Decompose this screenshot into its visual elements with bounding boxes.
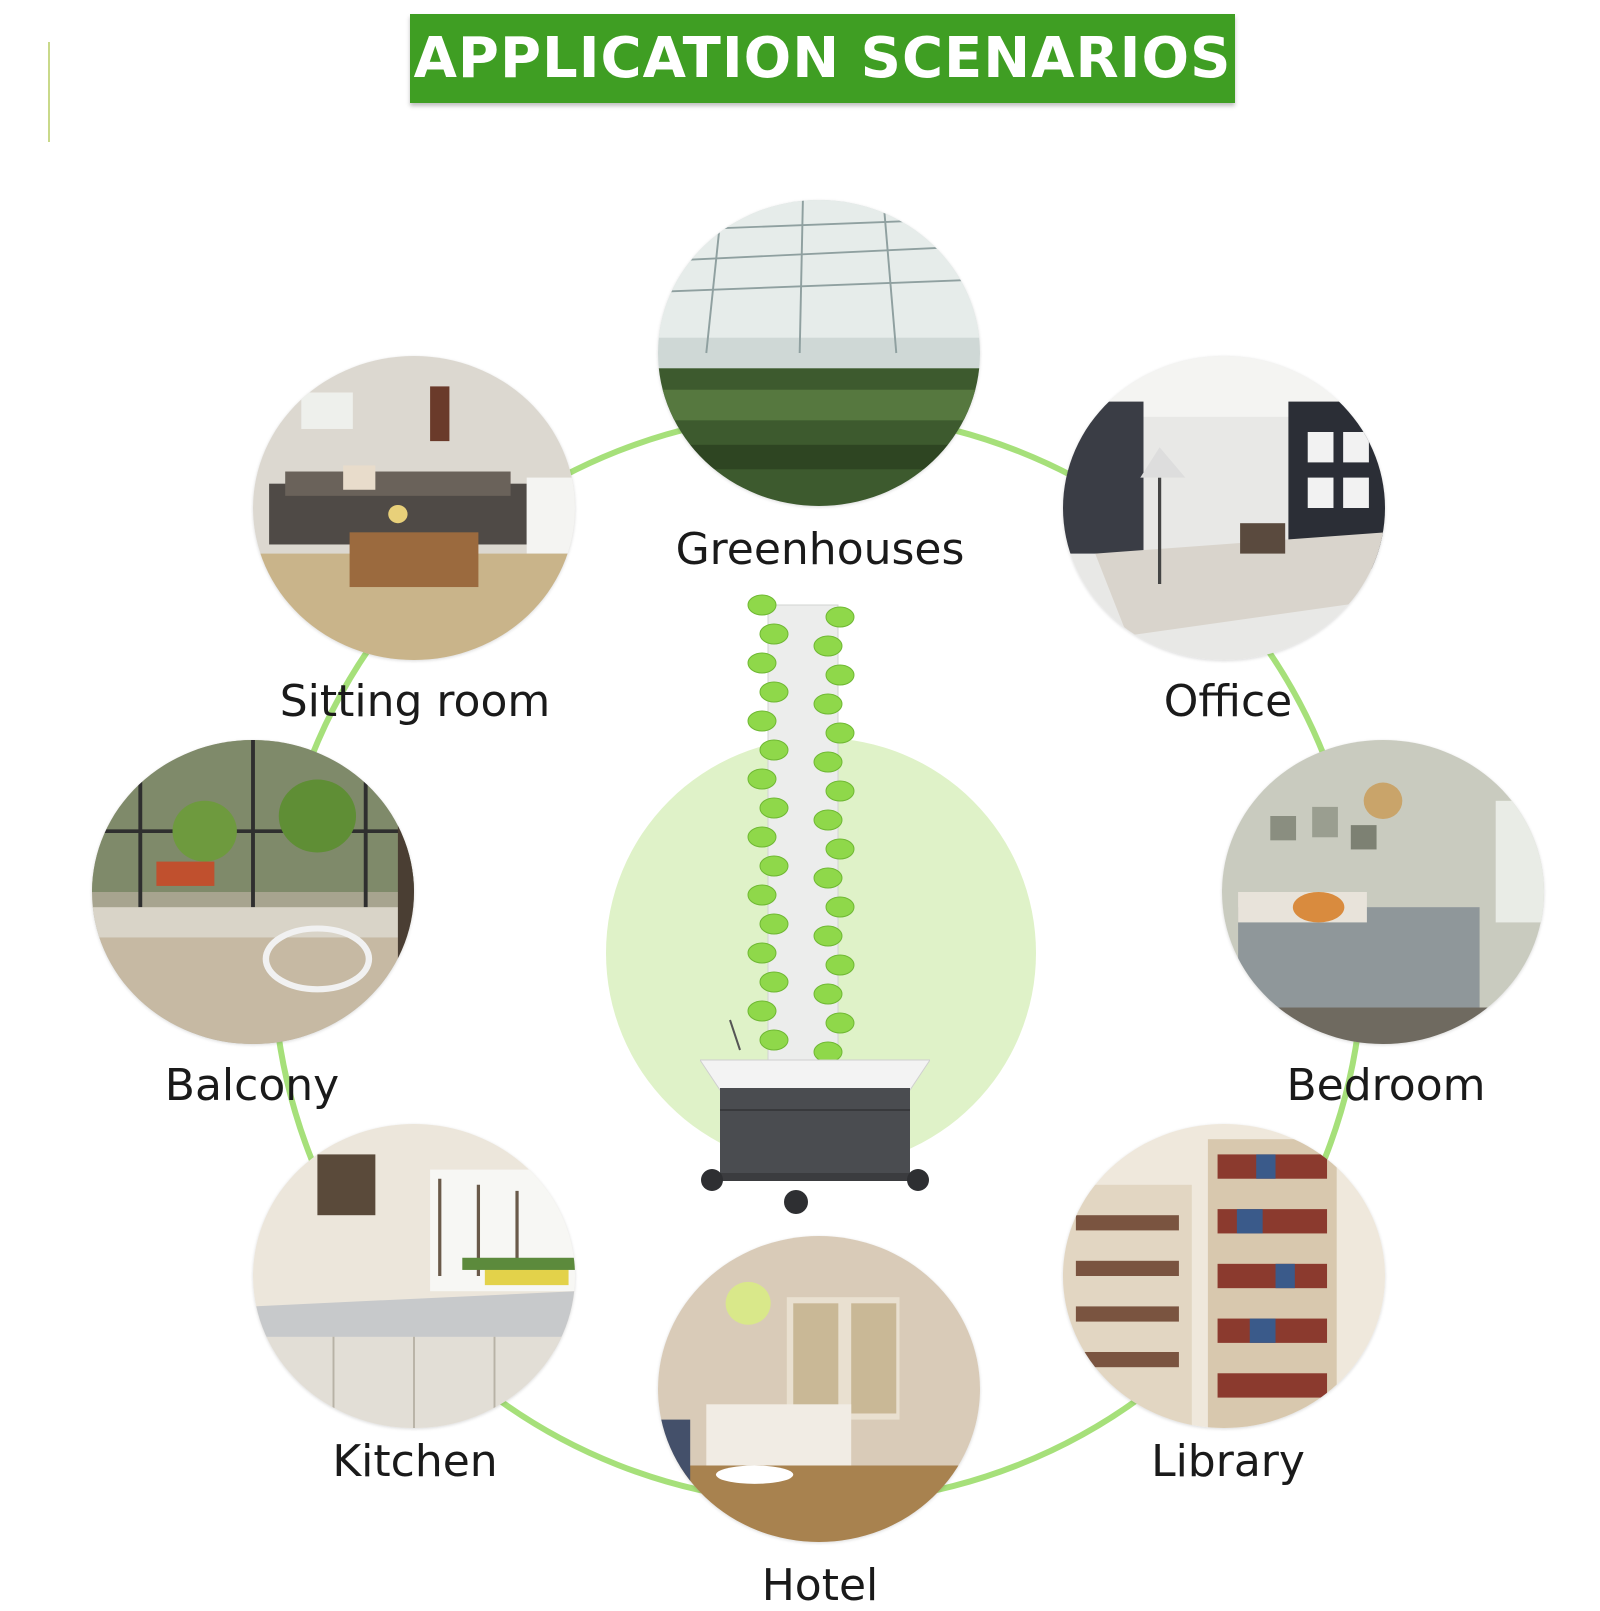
decorative-rule bbox=[48, 42, 50, 142]
tower-leaf bbox=[747, 942, 777, 964]
tower-leaf bbox=[747, 710, 777, 732]
tower-leaf bbox=[825, 664, 855, 686]
scenario-label-balcony: Balcony bbox=[164, 1060, 340, 1111]
title-banner: APPLICATION SCENARIOS bbox=[410, 14, 1235, 103]
tower-leaf bbox=[747, 768, 777, 790]
kitchen-image bbox=[253, 1124, 575, 1428]
kitchen-scene-icon bbox=[253, 1124, 575, 1428]
library-image bbox=[1063, 1124, 1385, 1428]
tower-leaf bbox=[813, 751, 843, 773]
tower-leaf bbox=[813, 693, 843, 715]
hotel-image bbox=[658, 1236, 980, 1542]
scenario-label-sitting-room: Sitting room bbox=[279, 676, 551, 727]
greenhouse-scene-icon bbox=[658, 200, 980, 506]
scenario-label-bedroom: Bedroom bbox=[1286, 1060, 1486, 1111]
tower-leaf bbox=[759, 739, 789, 761]
tower-leaf bbox=[759, 971, 789, 993]
scenario-label-library: Library bbox=[1151, 1436, 1305, 1487]
tower-leaf bbox=[813, 1041, 843, 1063]
tower-leaf bbox=[759, 681, 789, 703]
tower-leaf bbox=[747, 826, 777, 848]
scenario-label-kitchen: Kitchen bbox=[332, 1436, 498, 1487]
sitting-room-image bbox=[253, 356, 575, 660]
tower-leaf bbox=[759, 623, 789, 645]
library-scene-icon bbox=[1063, 1124, 1385, 1428]
tower-leaf bbox=[747, 594, 777, 616]
tower-leaf bbox=[813, 983, 843, 1005]
tower-leaf bbox=[813, 635, 843, 657]
office-scene-icon bbox=[1063, 356, 1385, 660]
balcony-image bbox=[92, 740, 414, 1044]
tower-leaf bbox=[813, 809, 843, 831]
bedroom-image bbox=[1222, 740, 1544, 1044]
balcony-scene-icon bbox=[92, 740, 414, 1044]
tower-leaf bbox=[813, 867, 843, 889]
tower-leaf bbox=[759, 1029, 789, 1051]
sitting-room-scene-icon bbox=[253, 356, 575, 660]
tower-leaf bbox=[813, 925, 843, 947]
tower-leaf bbox=[747, 652, 777, 674]
tower-leaf bbox=[825, 896, 855, 918]
tower-leaf bbox=[759, 855, 789, 877]
hotel-scene-icon bbox=[658, 1236, 980, 1542]
scenario-label-hotel: Hotel bbox=[761, 1560, 879, 1611]
scenario-label-office: Office bbox=[1163, 676, 1293, 727]
tower-leaf bbox=[759, 913, 789, 935]
tower-leaf bbox=[825, 780, 855, 802]
tower-leaf bbox=[825, 722, 855, 744]
office-image bbox=[1063, 356, 1385, 660]
scenario-label-greenhouses: Greenhouses bbox=[675, 524, 965, 575]
tower-leaf bbox=[825, 954, 855, 976]
tower-leaf bbox=[747, 1000, 777, 1022]
bedroom-scene-icon bbox=[1222, 740, 1544, 1044]
tower-leaf bbox=[759, 797, 789, 819]
tower-leaf bbox=[747, 884, 777, 906]
tower-leaf bbox=[825, 838, 855, 860]
greenhouse-image bbox=[658, 200, 980, 506]
hydroponic-tower-icon bbox=[700, 594, 930, 1214]
page-title: APPLICATION SCENARIOS bbox=[413, 26, 1232, 91]
tower-leaf bbox=[825, 1012, 855, 1034]
tower-leaf bbox=[825, 606, 855, 628]
